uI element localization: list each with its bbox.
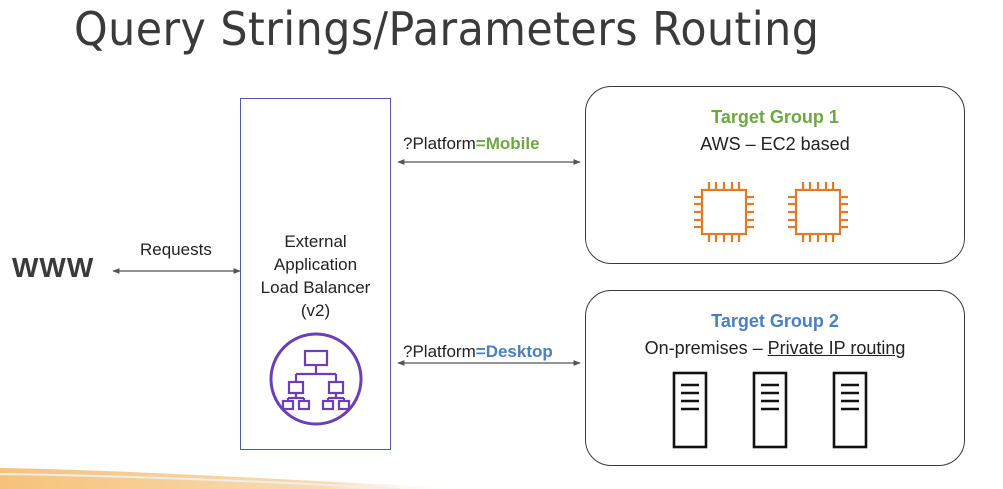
alb-line-4: (v2)	[300, 301, 331, 320]
target-group-1-subtitle: AWS – EC2 based	[700, 134, 850, 154]
requests-label: Requests	[140, 240, 212, 259]
alb-line-1: External	[284, 232, 347, 251]
alb-line-3: Load Balancer	[260, 278, 371, 297]
route-mobile-label: ?Platform=Mobile	[403, 134, 540, 154]
alb-line-2: Application	[273, 255, 358, 274]
target-group-2-box	[585, 290, 965, 466]
load-balancer-hierarchy-icon	[269, 332, 363, 426]
route-mobile-value: Mobile	[485, 134, 540, 153]
ec2-chip-icon	[788, 182, 848, 242]
target-group-2-subtitle: On-premises – Private IP routing	[585, 338, 965, 359]
page-title: Query Strings/Parameters Routing	[74, 2, 820, 56]
target-group-1-box	[585, 86, 965, 264]
decorative-swoosh	[0, 468, 470, 489]
server-icon	[752, 371, 788, 449]
ec2-chip-icon	[694, 182, 754, 242]
route-desktop-label: ?Platform=Desktop	[403, 342, 553, 362]
target-group-2-subtitle-plain: On-premises –	[644, 338, 768, 358]
target-group-2-subtitle-underlined: Private IP routing	[767, 338, 906, 358]
load-balancer-label: External Application Load Balancer (v2)	[240, 230, 391, 322]
target-group-2-title: Target Group 2	[711, 311, 839, 331]
target-group-1-title: Target Group 1	[711, 107, 839, 127]
server-icon	[832, 371, 868, 449]
route-mobile-prefix: ?Platform	[403, 134, 476, 153]
www-label: WWW	[12, 252, 95, 283]
route-desktop-eq: =	[475, 342, 486, 361]
load-balancer-box	[240, 98, 391, 450]
route-desktop-prefix: ?Platform	[403, 342, 476, 361]
route-desktop-value: Desktop	[485, 342, 553, 361]
server-icon	[672, 371, 708, 449]
route-mobile-eq: =	[475, 134, 486, 153]
